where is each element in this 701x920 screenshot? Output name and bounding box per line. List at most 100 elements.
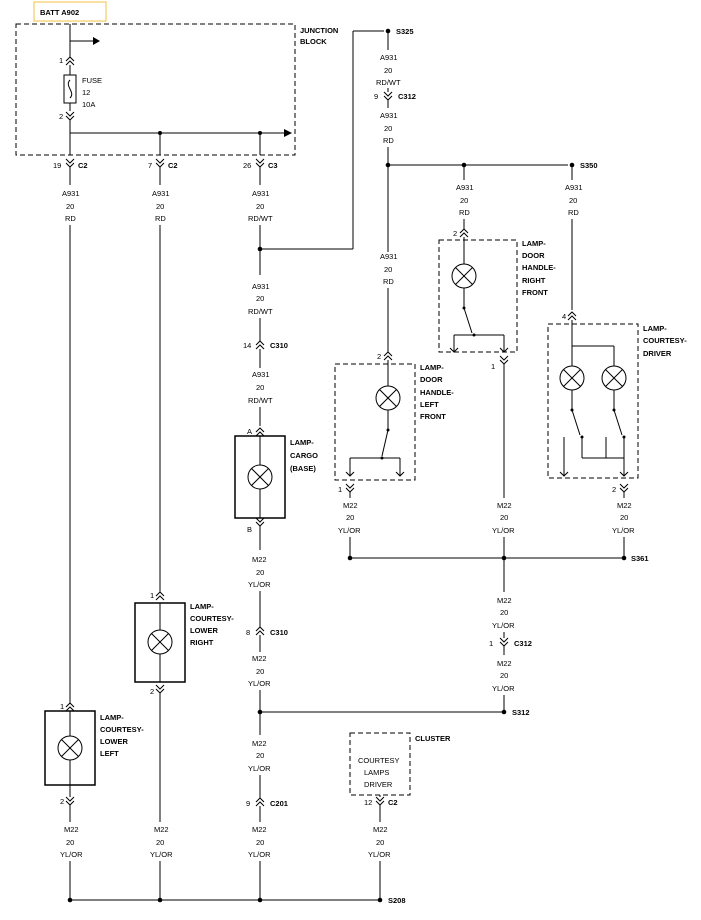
pin-label: 4 (562, 312, 566, 321)
splice-label: S361 (631, 554, 649, 563)
lamp-courtesy-driver (547, 320, 639, 479)
lamp-label: CARGO (290, 451, 318, 460)
lamp-label: COURTESY- (190, 614, 234, 623)
wire-gauge-label: 20 (156, 202, 164, 211)
splice-dot (67, 897, 73, 903)
wire-column-courtesy-driver: A931 20 RD 4 (562, 167, 583, 321)
connector-symbol (65, 702, 75, 712)
pin-label: 2 (60, 797, 64, 806)
pin-label: 2 (59, 112, 63, 121)
lamp-label: LEFT (100, 749, 119, 758)
wire-circuit-label: M22 (373, 825, 388, 834)
pin-label: 26 (243, 161, 251, 170)
wire-gauge-label: 20 (256, 568, 264, 577)
connector-symbol (255, 427, 265, 437)
arrow-icon (284, 129, 292, 137)
connector-symbol (345, 483, 355, 493)
pin-label: 1 (489, 639, 493, 648)
wire-color-label: RD/WT (248, 307, 273, 316)
lamp-label: RIGHT (522, 276, 546, 285)
title-label: BATT A902 (40, 8, 79, 17)
wire-color-label: YL/OR (248, 679, 271, 688)
pin-label: 1 (59, 56, 63, 65)
lamp-icon (147, 629, 173, 655)
connector-label: C201 (270, 799, 288, 808)
wire-gauge-label: 20 (256, 838, 264, 847)
splice-label: S312 (512, 708, 530, 717)
splice-dot (377, 897, 383, 903)
connector-symbol (255, 340, 265, 350)
lamp-label: LAMP- (643, 324, 667, 333)
lamp-icon (451, 263, 477, 289)
wire-gauge-label: 20 (460, 196, 468, 205)
pin-label: 9 (374, 92, 378, 101)
wire-gauge-label: 20 (569, 196, 577, 205)
pin-label: B (247, 525, 252, 534)
wire-color-label: RD (459, 208, 470, 217)
wire-gauge-label: 20 (256, 202, 264, 211)
lamp-icon (375, 385, 401, 411)
lamp-label: HANDLE- (420, 388, 454, 397)
splice-dot (385, 28, 391, 34)
lamp-courtesy-lower-left (44, 710, 96, 786)
connector-symbol (619, 483, 629, 493)
wire-column-lower-right: A931 20 RD 1 LAMP- COURTESY- LOWER RIGHT… (134, 167, 234, 900)
wire-gauge-label: 20 (256, 667, 264, 676)
lamp-label: LAMP- (190, 602, 214, 611)
connector-symbol (499, 355, 509, 365)
lamp-label: LAMP- (290, 438, 314, 447)
connector-symbol (65, 796, 75, 806)
lamp-label: DRIVER (643, 349, 672, 358)
lamp-label: HANDLE- (522, 263, 556, 272)
pin-label: 1 (60, 702, 64, 711)
junction-block: JUNCTION BLOCK 1 FUSE 12 10A 2 (15, 23, 338, 156)
wire-gauge-label: 20 (500, 513, 508, 522)
wire-color-label: YL/OR (248, 850, 271, 859)
cluster-text: LAMPS (364, 768, 389, 777)
splice-dot (501, 555, 507, 561)
wire-color-label: RD (568, 208, 579, 217)
junction-block-label: JUNCTION (300, 26, 338, 35)
connector-label: C312 (398, 92, 416, 101)
lamp-courtesy-lower-right (134, 602, 186, 683)
pin-label: 8 (246, 628, 250, 637)
wire-circuit-label: M22 (497, 659, 512, 668)
cluster-text: COURTESY (358, 756, 400, 765)
lamp-label: COURTESY- (100, 725, 144, 734)
wire-column-lower-left: A931 20 RD 1 LAMP- COURTESY- LOWER LEFT … (44, 167, 144, 900)
wire-circuit-label: A931 (152, 189, 170, 198)
connector-symbol (155, 684, 165, 694)
wire-color-label: YL/OR (150, 850, 173, 859)
pin-label: 2 (453, 229, 457, 238)
arrow-icon (93, 37, 100, 45)
connector-label: C2 (168, 161, 178, 170)
wire-gauge-label: 20 (66, 202, 74, 211)
connector-symbol (155, 591, 165, 601)
connector-symbol (65, 158, 75, 168)
wire-color-label: YL/OR (492, 684, 515, 693)
pin-label: 2 (377, 352, 381, 361)
lamp-label: RIGHT (190, 638, 214, 647)
pin-label: 1 (338, 485, 342, 494)
splice-dot (569, 162, 575, 168)
connector-label: C310 (270, 341, 288, 350)
fuse-label: FUSE (82, 76, 102, 85)
wire-color-label: RD (383, 136, 394, 145)
lamp-label: LEFT (420, 400, 439, 409)
fuse (63, 74, 77, 104)
pin-label: 1 (491, 362, 495, 371)
wire-circuit-label: A931 (62, 189, 80, 198)
pin-label: 12 (364, 798, 372, 807)
wire-circuit-label: M22 (154, 825, 169, 834)
lamp-label: DOOR (420, 375, 443, 384)
wire-gauge-label: 20 (256, 383, 264, 392)
wire-color-label: RD (383, 277, 394, 286)
wire-circuit-label: M22 (617, 501, 632, 510)
wire-circuit-label: A931 (380, 111, 398, 120)
splice-dot (157, 897, 163, 903)
lamp-label: (BASE) (290, 464, 316, 473)
connector-symbol (567, 311, 577, 321)
connector-symbol (65, 111, 75, 121)
wire-circuit-label: M22 (343, 501, 358, 510)
